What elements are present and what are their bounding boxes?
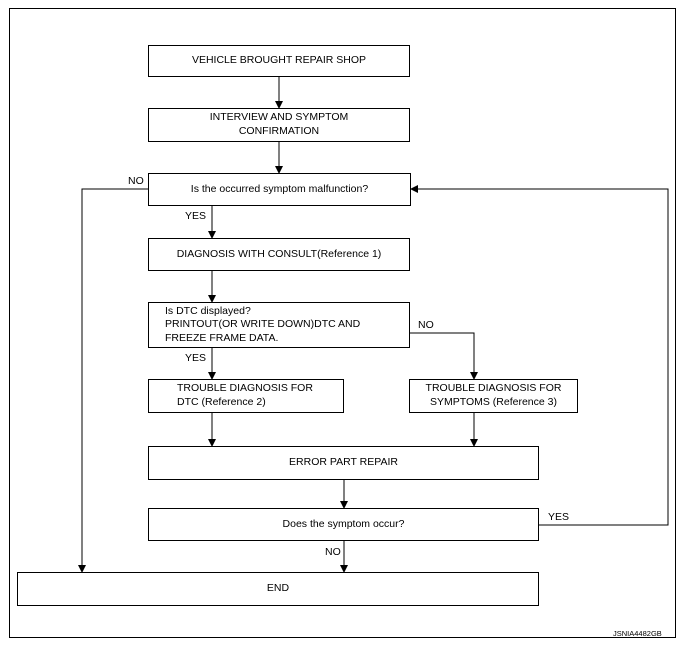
step-error-part-repair-text: ERROR PART REPAIR	[289, 456, 398, 469]
step-consult-text: DIAGNOSIS WITH CONSULT(Reference 1)	[176, 247, 382, 260]
label-occur-no: NO	[325, 546, 341, 558]
label-malfunction-yes: YES	[185, 210, 207, 222]
diagram-frame	[9, 8, 676, 638]
label-malfunction-no: NO	[128, 175, 144, 187]
step-vehicle-brought: VEHICLE BROUGHT REPAIR SHOP	[148, 45, 410, 77]
step-end: END	[17, 572, 539, 606]
decision-symptom-occur-text: Does the symptom occur?	[282, 517, 405, 530]
step-symptom-diagnosis-text: TROUBLE DIAGNOSIS FOR SYMPTOMS (Referenc…	[425, 382, 562, 408]
step-dtc-diagnosis: TROUBLE DIAGNOSIS FOR DTC (Reference 2)	[148, 379, 344, 413]
decision-malfunction: Is the occurred symptom malfunction?	[148, 173, 411, 206]
step-symptom-diagnosis: TROUBLE DIAGNOSIS FOR SYMPTOMS (Referenc…	[409, 379, 578, 413]
arrow-occur-yes-loop	[410, 185, 669, 526]
decision-dtc-displayed: Is DTC displayed? PRINTOUT(OR WRITE DOWN…	[148, 302, 410, 348]
arrow-malfunction-no	[78, 188, 148, 573]
step-interview-text: INTERVIEW AND SYMPTOM CONFIRMATION	[209, 111, 349, 137]
step-consult: DIAGNOSIS WITH CONSULT(Reference 1)	[148, 238, 410, 271]
step-end-text: END	[266, 582, 290, 595]
figure-code: JSNIA4482GB	[613, 629, 662, 638]
step-error-part-repair: ERROR PART REPAIR	[148, 446, 539, 480]
step-vehicle-brought-text: VEHICLE BROUGHT REPAIR SHOP	[191, 54, 367, 67]
step-interview: INTERVIEW AND SYMPTOM CONFIRMATION	[148, 108, 410, 142]
label-dtc-no: NO	[418, 319, 434, 331]
step-dtc-diagnosis-text: TROUBLE DIAGNOSIS FOR DTC (Reference 2)	[177, 382, 313, 408]
decision-dtc-text: Is DTC displayed? PRINTOUT(OR WRITE DOWN…	[165, 304, 361, 344]
decision-malfunction-text: Is the occurred symptom malfunction?	[190, 182, 369, 195]
arrow-dtc-no	[410, 332, 478, 380]
label-dtc-yes: YES	[185, 352, 207, 364]
decision-symptom-occur: Does the symptom occur?	[148, 508, 539, 541]
label-occur-yes: YES	[548, 511, 570, 523]
